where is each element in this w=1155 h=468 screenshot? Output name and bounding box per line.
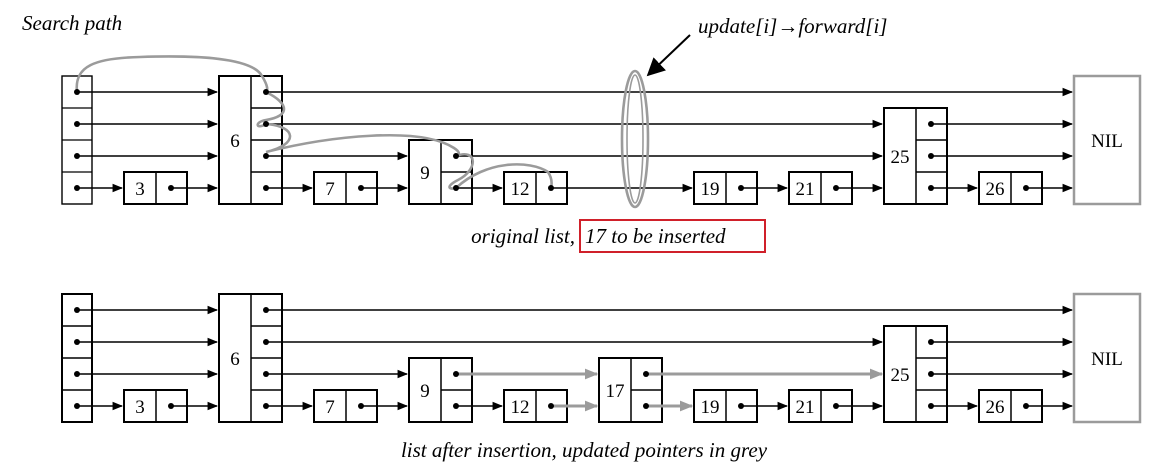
- top-key-6: 6: [230, 131, 240, 152]
- top-key-25: 25: [891, 147, 910, 168]
- bottom-key-3: 3: [135, 397, 145, 418]
- top-key-12: 12: [511, 179, 530, 200]
- top-pointers: [77, 87, 1074, 193]
- search-path-label: Search path: [22, 11, 122, 35]
- top-nil-node: [1072, 74, 1142, 206]
- bottom-key-7: 7: [325, 397, 335, 418]
- update-word: update: [698, 14, 755, 38]
- update-ellipse-inner: [626, 74, 644, 204]
- update-annotation-arrow: [646, 34, 691, 77]
- search-path-curve: [75, 55, 553, 190]
- original-list: 6 3 7 9 12 19 21 25 26 NIL: [61, 55, 1142, 253]
- top-caption-highlight: 17 to be inserted: [585, 224, 726, 248]
- bottom-caption: list after insertion, updated pointers i…: [401, 438, 768, 462]
- update-index-1: [i]: [755, 14, 777, 38]
- bottom-key-21: 21: [796, 397, 815, 418]
- bottom-key-6: 6: [230, 349, 240, 370]
- top-key-3: 3: [135, 179, 145, 200]
- top-nil-label: NIL: [1091, 131, 1123, 152]
- bottom-key-25: 25: [891, 365, 910, 386]
- updated-pointers-grey: [456, 368, 884, 412]
- bottom-key-9: 9: [420, 381, 430, 402]
- inserted-list: 6 3 7 9 12 17 19 21 25 26 NIL: [61, 292, 1142, 462]
- bottom-key-26: 26: [986, 397, 1005, 418]
- bottom-nil-node: [1072, 292, 1142, 424]
- forward-word: forward: [798, 14, 865, 38]
- update-arrow: →: [777, 14, 798, 38]
- bottom-pointer-dots: [74, 307, 1029, 409]
- top-key-7: 7: [325, 179, 335, 200]
- bottom-pointers: [77, 305, 1074, 411]
- top-caption-text: original list,: [471, 224, 575, 248]
- top-key-26: 26: [986, 179, 1005, 200]
- bottom-nil-label: NIL: [1091, 349, 1123, 370]
- top-pointer-dots: [74, 89, 1029, 191]
- top-key-19: 19: [701, 179, 720, 200]
- update-index-2: [i]: [865, 14, 887, 38]
- bottom-key-12: 12: [511, 397, 530, 418]
- top-key-9: 9: [420, 163, 430, 184]
- bottom-key-19: 19: [701, 397, 720, 418]
- bottom-key-17: 17: [606, 381, 625, 402]
- top-key-21: 21: [796, 179, 815, 200]
- highlight-box: [579, 219, 766, 253]
- update-ellipse-outer: [620, 69, 650, 209]
- update-forward-label: update[i]→forward[i]: [698, 14, 887, 38]
